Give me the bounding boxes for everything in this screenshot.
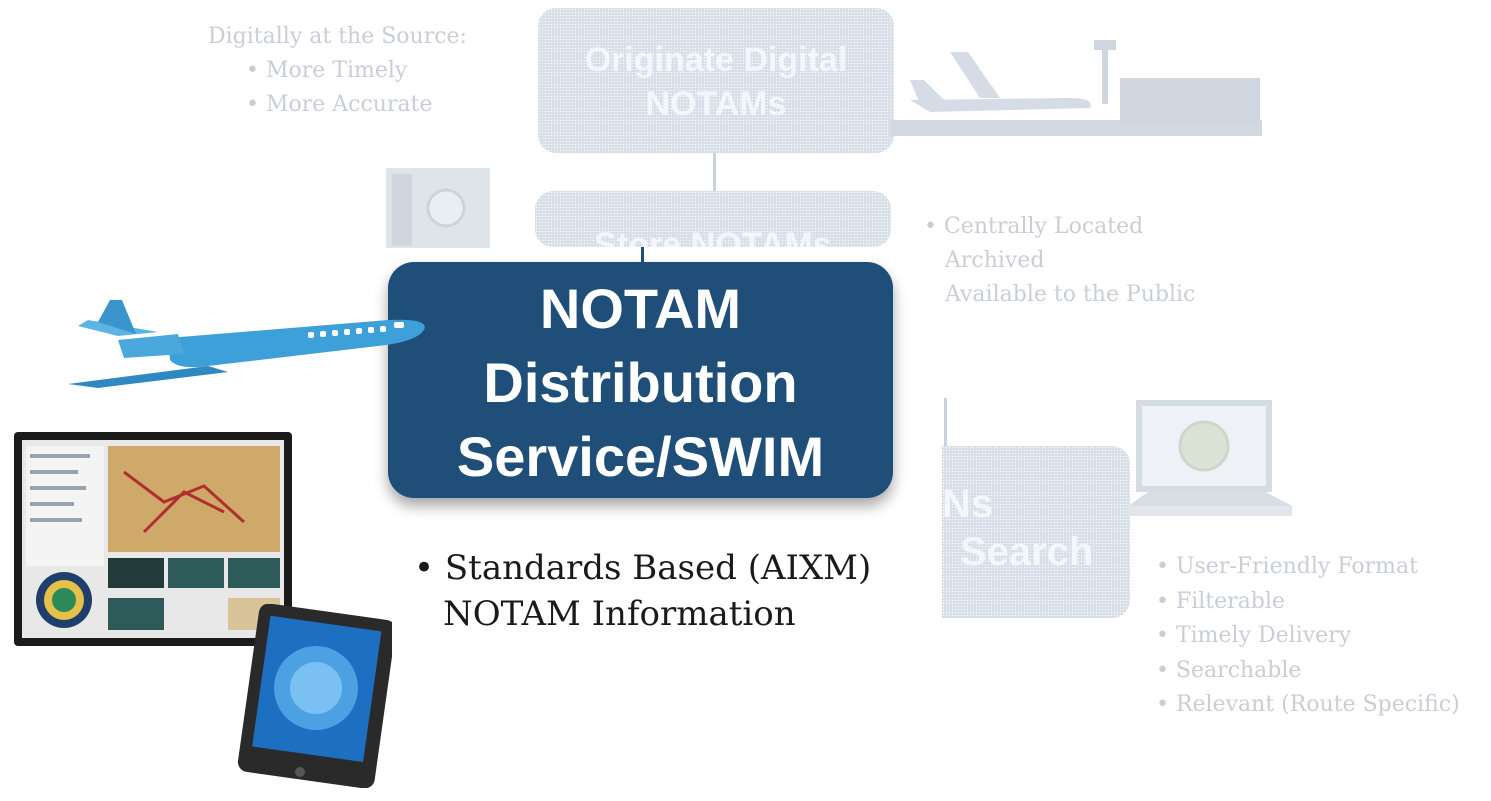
store-box-line1: Store NOTAMs (594, 226, 832, 247)
business-jet-icon (58, 296, 428, 392)
store-box: Store NOTAMs (535, 191, 891, 247)
laptop-icon (1128, 398, 1292, 524)
standards-note-line2: NOTAM Information (443, 594, 796, 634)
originate-box-line2: NOTAMs (645, 85, 787, 123)
search-box-line1: Ns (942, 482, 994, 526)
source-note-item: • More Accurate (246, 92, 433, 117)
search-note-item: • Filterable (1156, 588, 1285, 614)
main-box-line2: Distribution (483, 351, 798, 414)
search-note-item: • Relevant (Route Specific) (1156, 692, 1460, 717)
connector-line (944, 398, 947, 458)
standards-note-line1: • Standards Based (AIXM) (414, 548, 872, 588)
search-note-item: • User-Friendly Format (1156, 554, 1418, 579)
search-note-item: • Timely Delivery (1156, 623, 1352, 648)
connector-line (713, 153, 716, 191)
originate-box-line1: Originate Digital (584, 41, 848, 79)
store-note: • Centrally Located Archived Available t… (924, 210, 1195, 312)
originate-box: Originate Digital NOTAMs (538, 8, 894, 153)
search-note-item: • Searchable (1156, 657, 1302, 683)
source-note: Digitally at the Source: • More Timely •… (208, 20, 467, 122)
search-note: • User-Friendly Format • Filterable • Ti… (1156, 550, 1460, 723)
store-note-item: • Centrally Located (924, 214, 1144, 239)
store-note-item: Archived (945, 248, 1045, 273)
search-box: Ns Search (942, 446, 1130, 618)
server-icon (386, 168, 490, 248)
store-note-item: Available to the Public (945, 282, 1196, 307)
main-box-line3: Service/SWIM (456, 425, 825, 488)
search-box-line2: Search (960, 530, 1094, 574)
standards-note: • Standards Based (AIXM) NOTAM Informati… (414, 545, 871, 637)
airliner-icon (890, 40, 1262, 140)
source-note-heading: Digitally at the Source: (208, 24, 467, 49)
tablet-icon (228, 603, 396, 789)
source-note-item: • More Timely (246, 58, 408, 83)
main-box-line1: NOTAM (539, 277, 742, 340)
connector-line (641, 247, 644, 265)
monitor-icon (14, 432, 292, 646)
notam-distribution-box: NOTAM Distribution Service/SWIM (388, 262, 893, 498)
